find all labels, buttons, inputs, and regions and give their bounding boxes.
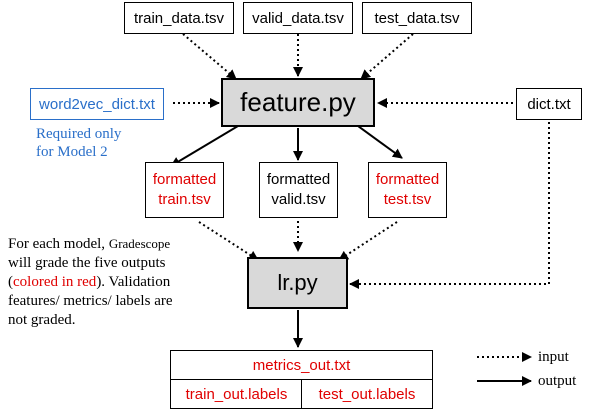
test-data-file: test_data.tsv [362, 2, 472, 34]
train-labels-output-label: train_out.labels [185, 385, 288, 403]
formatted-test-file: formatted test.tsv [368, 162, 447, 218]
metrics-output-label: metrics_out.txt [252, 356, 351, 374]
word2vec-dict-file: word2vec_dict.txt [30, 88, 164, 120]
metrics-output-file: metrics_out.txt [170, 350, 433, 380]
formatted-train-label: formatted train.tsv [152, 171, 217, 208]
legend-input-label: input [538, 349, 569, 365]
train-labels-output-file: train_out.labels [170, 379, 303, 409]
formatted-valid-label: formatted valid.tsv [266, 171, 331, 208]
grading-note-gradescope: Gradescope [108, 236, 171, 251]
feature-script-box: feature.py [221, 78, 375, 127]
lr-script-label: lr.py [277, 270, 318, 295]
valid-data-file: valid_data.tsv [243, 2, 353, 34]
arrow-test-data-to-feature [360, 33, 414, 80]
train-data-file: train_data.tsv [124, 2, 234, 34]
word2vec-dict-label: word2vec_dict.txt [39, 95, 155, 113]
test-labels-output-file: test_out.labels [301, 379, 433, 409]
valid-data-label: valid_data.tsv [252, 9, 344, 27]
grading-note-colored: colored in red [13, 274, 97, 290]
train-data-label: train_data.tsv [133, 9, 225, 27]
arrow-formatted-test-to-lr [338, 221, 398, 261]
grading-note-part3: ). Validation features/ metrics/ labels … [8, 274, 173, 328]
feature-script-label: feature.py [240, 87, 356, 117]
test-labels-output-label: test_out.labels [318, 385, 416, 403]
grading-note: For each model, Gradescope will grade th… [8, 234, 184, 330]
legend-output-label: output [538, 373, 577, 389]
arrow-feature-to-formatted-train [170, 125, 239, 167]
arrow-feature-to-formatted-test [357, 125, 403, 159]
formatted-valid-file: formatted valid.tsv [259, 162, 338, 218]
test-data-label: test_data.tsv [374, 9, 460, 27]
lr-script-box: lr.py [247, 257, 348, 309]
arrow-formatted-train-to-lr [198, 221, 259, 261]
grading-note-part1: For each model, [8, 236, 109, 252]
required-note: Required only for Model 2 [36, 126, 122, 160]
grading-note-part2: will grade the five outputs ( [8, 255, 166, 290]
formatted-test-label: formatted test.tsv [375, 171, 440, 208]
dict-label: dict.txt [527, 95, 571, 113]
dict-file: dict.txt [516, 88, 582, 120]
arrow-train-data-to-feature [182, 33, 237, 80]
formatted-train-file: formatted train.tsv [145, 162, 224, 218]
arrow-dict-to-lr [349, 122, 550, 289]
